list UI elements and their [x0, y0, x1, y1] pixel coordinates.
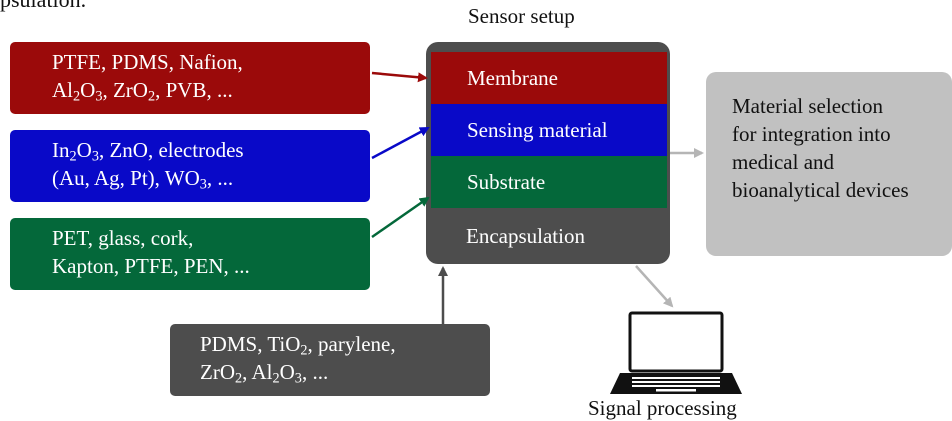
selection-line-1: Material selection	[732, 94, 884, 118]
layer-membrane: Membrane	[431, 52, 667, 104]
membrane-materials-line-2: Al2O3, ZrO2, PVB, ...	[52, 78, 233, 105]
substrate-materials-line-1: PET, glass, cork,	[52, 226, 194, 250]
selection-line-2: for integration into	[732, 122, 891, 146]
encapsulation-materials-line-1: PDMS, TiO2, parylene,	[200, 332, 396, 359]
laptop-icon	[610, 311, 742, 394]
material-selection-box: Material selection for integration into …	[706, 72, 952, 256]
selection-line-3: medical and	[732, 150, 835, 174]
sensor-setup-title: Sensor setup	[468, 4, 575, 28]
arrow-sensing	[371, 126, 430, 160]
sensing-materials-line-1: In2O3, ZnO, electrodes	[52, 138, 244, 165]
membrane-materials-line-1: PTFE, PDMS, Nafion,	[52, 50, 243, 74]
selection-line-4: bioanalytical devices	[732, 178, 909, 202]
arrow-membrane	[371, 71, 428, 83]
arrow-substrate	[371, 196, 430, 239]
membrane-materials-box: PTFE, PDMS, Nafion, Al2O3, ZrO2, PVB, ..…	[10, 42, 370, 114]
sensing-materials-line-2: (Au, Ag, Pt), WO3, ...	[52, 166, 234, 193]
layer-substrate: Substrate	[431, 156, 667, 208]
signal-processing-label: Signal processing	[588, 396, 737, 420]
sensing-materials-box: In2O3, ZnO, electrodes (Au, Ag, Pt), WO3…	[10, 130, 370, 202]
layer-sensing-material: Sensing material	[431, 104, 667, 156]
substrate-materials-box: PET, glass, cork, Kapton, PTFE, PEN, ...	[10, 218, 370, 290]
layer-encapsulation: Encapsulation	[466, 224, 585, 248]
caption-fragment: psulation.	[0, 0, 86, 13]
encapsulation-materials-box: PDMS, TiO2, parylene, ZrO2, Al2O3, ...	[170, 324, 490, 396]
substrate-materials-line-2: Kapton, PTFE, PEN, ...	[52, 254, 250, 278]
arrow-to-signal	[635, 265, 674, 308]
encapsulation-materials-line-2: ZrO2, Al2O3, ...	[200, 360, 329, 387]
